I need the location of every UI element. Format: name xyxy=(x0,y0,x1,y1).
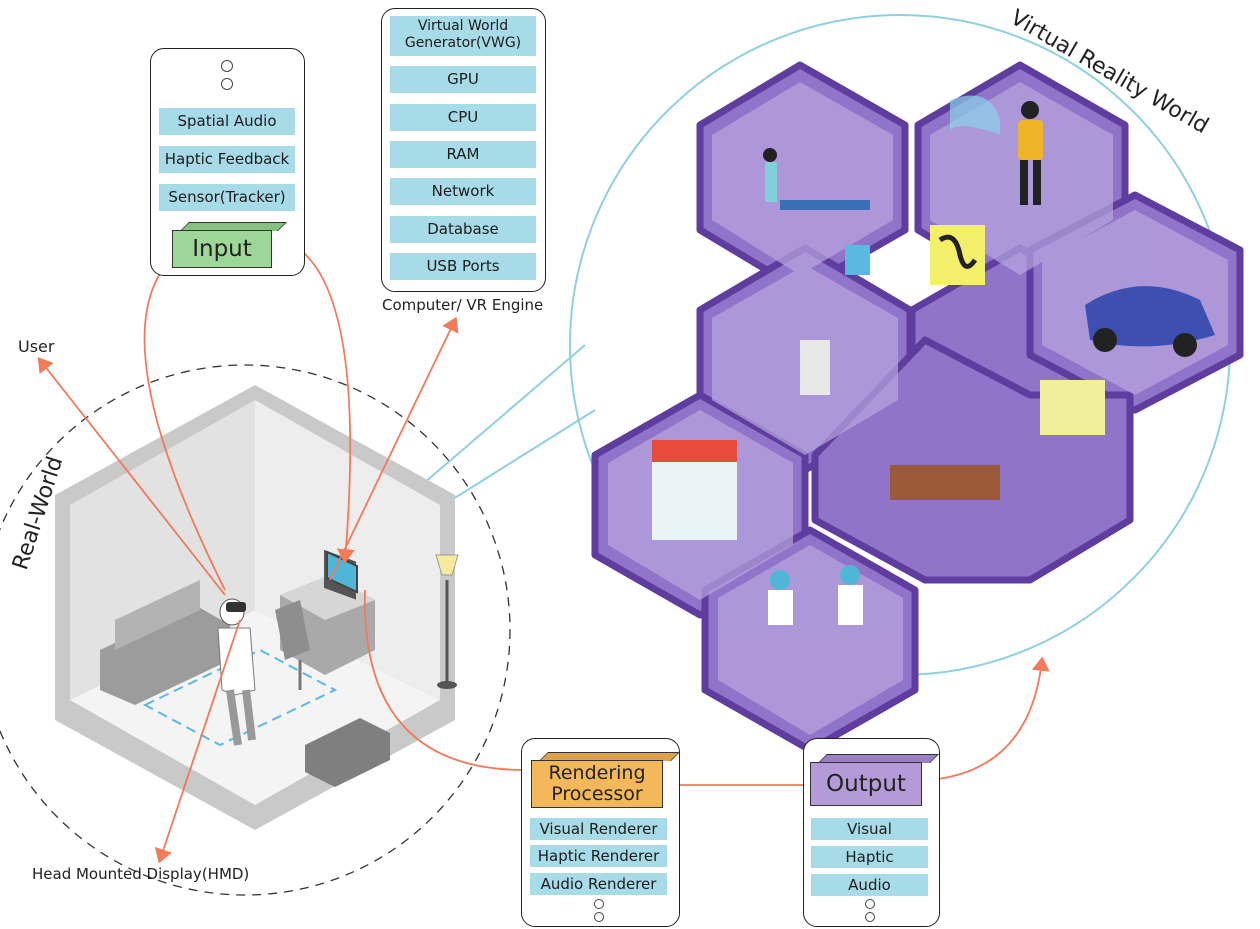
renderer-item-visual: Visual Renderer xyxy=(530,818,667,840)
engine-caption: Computer/ VR Engine xyxy=(382,296,544,314)
arrow-output-to-vr xyxy=(929,656,1050,781)
input-box-label: Input xyxy=(172,230,272,268)
rendering-processor-box: Rendering Processor xyxy=(531,752,680,808)
output-item-haptic: Haptic xyxy=(811,846,928,868)
user-label: User xyxy=(18,337,55,356)
indicator-dot xyxy=(865,899,875,909)
indicator-dot xyxy=(594,912,604,922)
engine-item-ram: RAM xyxy=(390,141,536,168)
output-item-audio: Audio xyxy=(811,874,928,896)
engine-item-usb-ports: USB Ports xyxy=(390,253,536,280)
arrow-input-from-user xyxy=(143,254,226,591)
output-box-label: Output xyxy=(810,762,922,806)
arrow-to-hmd xyxy=(154,619,241,864)
hmd-label: Head Mounted Display(HMD) xyxy=(32,865,250,883)
indicator-dot xyxy=(865,912,875,922)
input-box: Input xyxy=(172,222,287,268)
input-item-sensor-tracker: Sensor(Tracker) xyxy=(159,184,295,211)
engine-item-database: Database xyxy=(390,216,536,243)
indicator-dot xyxy=(221,78,233,90)
rendering-processor-label: Rendering Processor xyxy=(531,760,663,808)
engine-item-network: Network xyxy=(390,178,536,205)
output-box: Output xyxy=(810,754,939,806)
flow-arrows xyxy=(37,236,1050,864)
virtual-world-hexagons xyxy=(591,61,1244,754)
renderer-item-audio: Audio Renderer xyxy=(530,873,667,895)
real-world-boundary xyxy=(0,364,511,896)
renderer-item-haptic: Haptic Renderer xyxy=(530,845,667,867)
output-item-visual: Visual xyxy=(811,818,928,840)
virtual-world-scenes xyxy=(652,95,1215,625)
engine-item-gpu: GPU xyxy=(390,66,536,93)
input-item-haptic-feedback: Haptic Feedback xyxy=(159,146,295,173)
input-item-spatial-audio: Spatial Audio xyxy=(159,108,295,135)
indicator-dot xyxy=(221,60,233,72)
real-world-room xyxy=(55,385,459,830)
arrow-to-user xyxy=(37,357,226,596)
engine-item-cpu: CPU xyxy=(390,104,536,131)
arrow-monitor-to-renderer xyxy=(364,589,526,771)
arrow-to-engine xyxy=(329,316,459,581)
indicator-dot xyxy=(594,899,604,909)
engine-item-vwg: Virtual World Generator(VWG) xyxy=(390,16,536,56)
